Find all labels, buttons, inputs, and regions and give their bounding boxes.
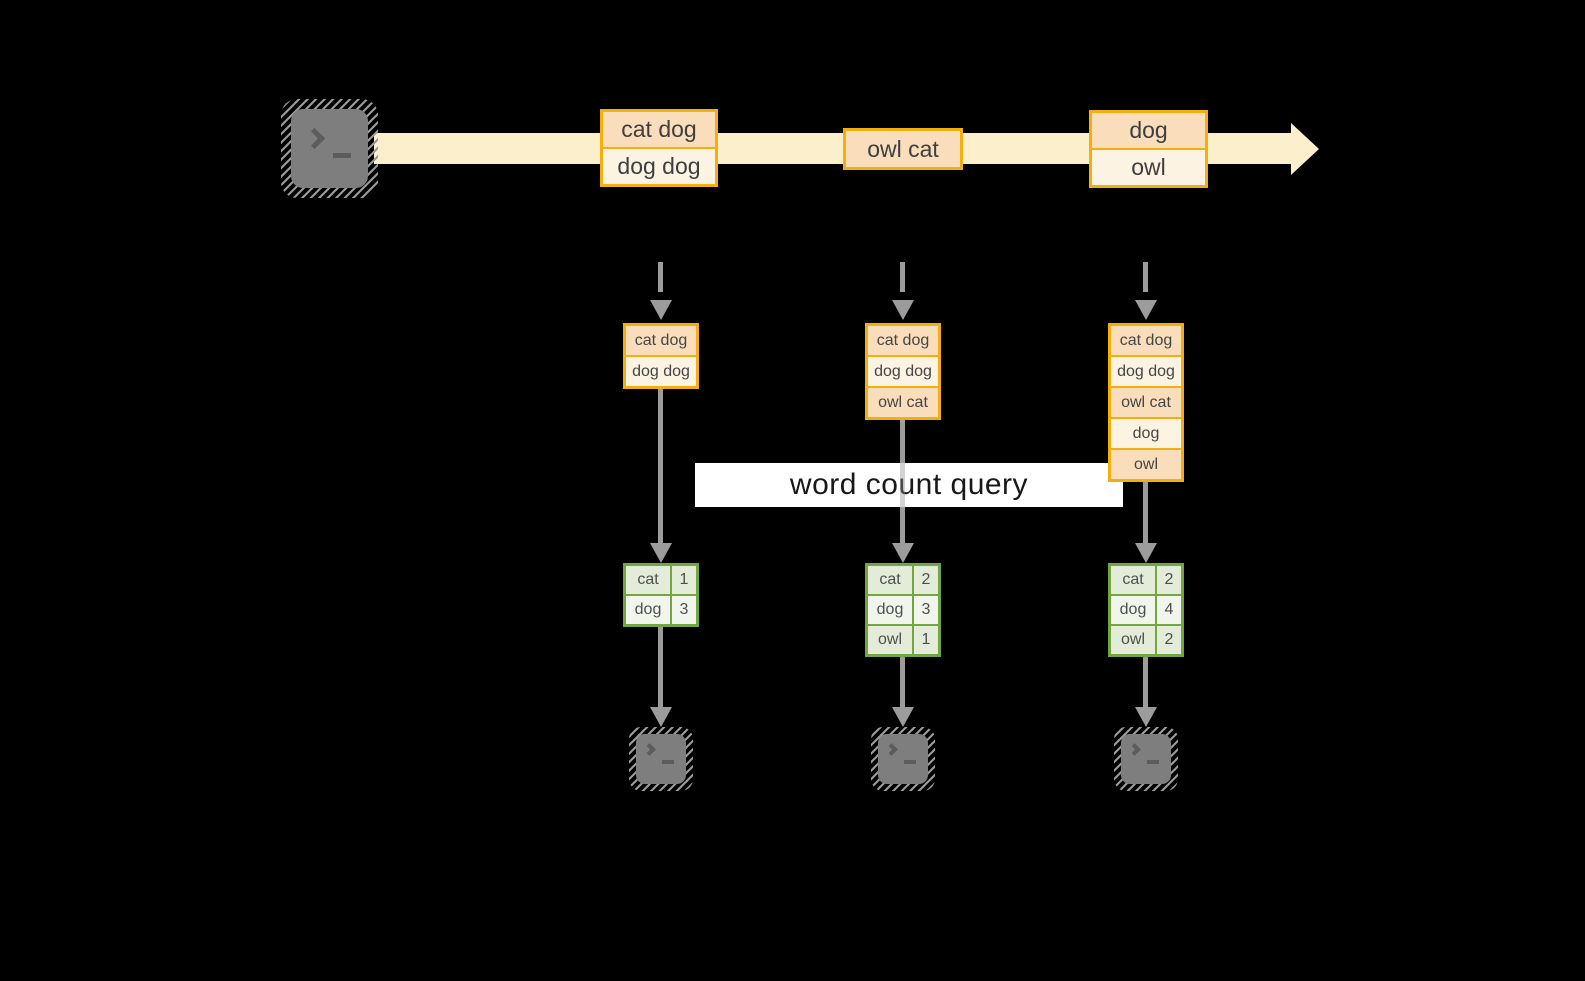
stream-record: cat dog	[603, 112, 715, 147]
query-label-box: word count query	[695, 463, 1123, 507]
result-word: owl	[868, 626, 912, 654]
prompt-underscore-icon	[333, 153, 351, 158]
input-row: dog dog	[868, 357, 938, 386]
dashed-arrow-col2	[900, 262, 905, 292]
stream-event-2: owl cat	[843, 128, 963, 170]
stream-record: owl	[1092, 150, 1205, 185]
result-count: 1	[914, 626, 938, 654]
input-row: cat dog	[1111, 326, 1181, 355]
input-row: dog	[1111, 419, 1181, 448]
arrow-stack-to-result-col3	[1143, 482, 1148, 543]
input-row: owl cat	[1111, 388, 1181, 417]
prompt-chevron-icon	[643, 743, 656, 756]
dashed-arrowhead-col2	[892, 300, 914, 320]
result-table-2: cat 2 dog 3 owl 1	[865, 563, 941, 657]
prompt-underscore-icon	[904, 760, 916, 764]
stream-event-3: dog owl	[1089, 110, 1208, 188]
result-table-3: cat 2 dog 4 owl 2	[1108, 563, 1184, 657]
result-count: 2	[914, 566, 938, 594]
arrowhead-result-col3	[1135, 543, 1157, 563]
input-row: owl cat	[868, 388, 938, 417]
terminal-screen	[1121, 734, 1171, 784]
dashed-arrowhead-col3	[1135, 300, 1157, 320]
input-table-2: cat dog dog dog owl cat	[865, 323, 941, 420]
terminal-screen	[636, 734, 686, 784]
input-table-1: cat dog dog dog	[623, 323, 699, 389]
prompt-chevron-icon	[885, 743, 898, 756]
result-word: cat	[1111, 566, 1155, 594]
input-row: cat dog	[626, 326, 696, 355]
arrow-result-to-sink-col3	[1143, 657, 1148, 707]
result-count: 3	[672, 596, 696, 624]
dashed-arrow-col1	[658, 262, 663, 292]
prompt-chevron-icon	[303, 127, 326, 150]
arrow-result-to-sink-col1	[658, 627, 663, 707]
arrow-through-query-box	[900, 463, 905, 507]
arrow-stack-to-result-col1	[658, 389, 663, 543]
result-word: cat	[626, 566, 670, 594]
arrowhead-sink-col2	[892, 707, 914, 727]
terminal-sink-icon-1	[629, 727, 693, 791]
prompt-underscore-icon	[1147, 760, 1159, 764]
input-row: cat dog	[868, 326, 938, 355]
arrowhead-sink-col1	[650, 707, 672, 727]
input-row: owl	[1111, 450, 1181, 479]
arrowhead-result-col2	[892, 543, 914, 563]
arrow-result-to-sink-col2	[900, 657, 905, 707]
result-count: 2	[1157, 626, 1181, 654]
result-word: dog	[626, 596, 670, 624]
input-table-3: cat dog dog dog owl cat dog owl	[1108, 323, 1184, 482]
result-count: 3	[914, 596, 938, 624]
terminal-screen	[878, 734, 928, 784]
arrowhead-result-col1	[650, 543, 672, 563]
terminal-screen	[291, 109, 368, 188]
result-count: 4	[1157, 596, 1181, 624]
prompt-underscore-icon	[662, 760, 674, 764]
arrowhead-sink-col3	[1135, 707, 1157, 727]
stream-record: dog	[1092, 113, 1205, 148]
terminal-sink-icon-3	[1114, 727, 1178, 791]
result-count: 2	[1157, 566, 1181, 594]
result-word: dog	[868, 596, 912, 624]
result-word: cat	[868, 566, 912, 594]
result-word: dog	[1111, 596, 1155, 624]
input-row: dog dog	[1111, 357, 1181, 386]
terminal-sink-icon-2	[871, 727, 935, 791]
stream-arrowhead	[1291, 123, 1319, 175]
query-label: word count query	[789, 468, 1029, 501]
result-count: 1	[672, 566, 696, 594]
stream-record: dog dog	[603, 149, 715, 184]
terminal-source-icon	[281, 99, 378, 198]
stream-event-1: cat dog dog dog	[600, 109, 718, 187]
result-word: owl	[1111, 626, 1155, 654]
stream-record: owl cat	[846, 131, 960, 167]
dashed-arrowhead-col1	[650, 300, 672, 320]
result-table-1: cat 1 dog 3	[623, 563, 699, 627]
prompt-chevron-icon	[1128, 743, 1141, 756]
dashed-arrow-col3	[1143, 262, 1148, 292]
input-row: dog dog	[626, 357, 696, 386]
